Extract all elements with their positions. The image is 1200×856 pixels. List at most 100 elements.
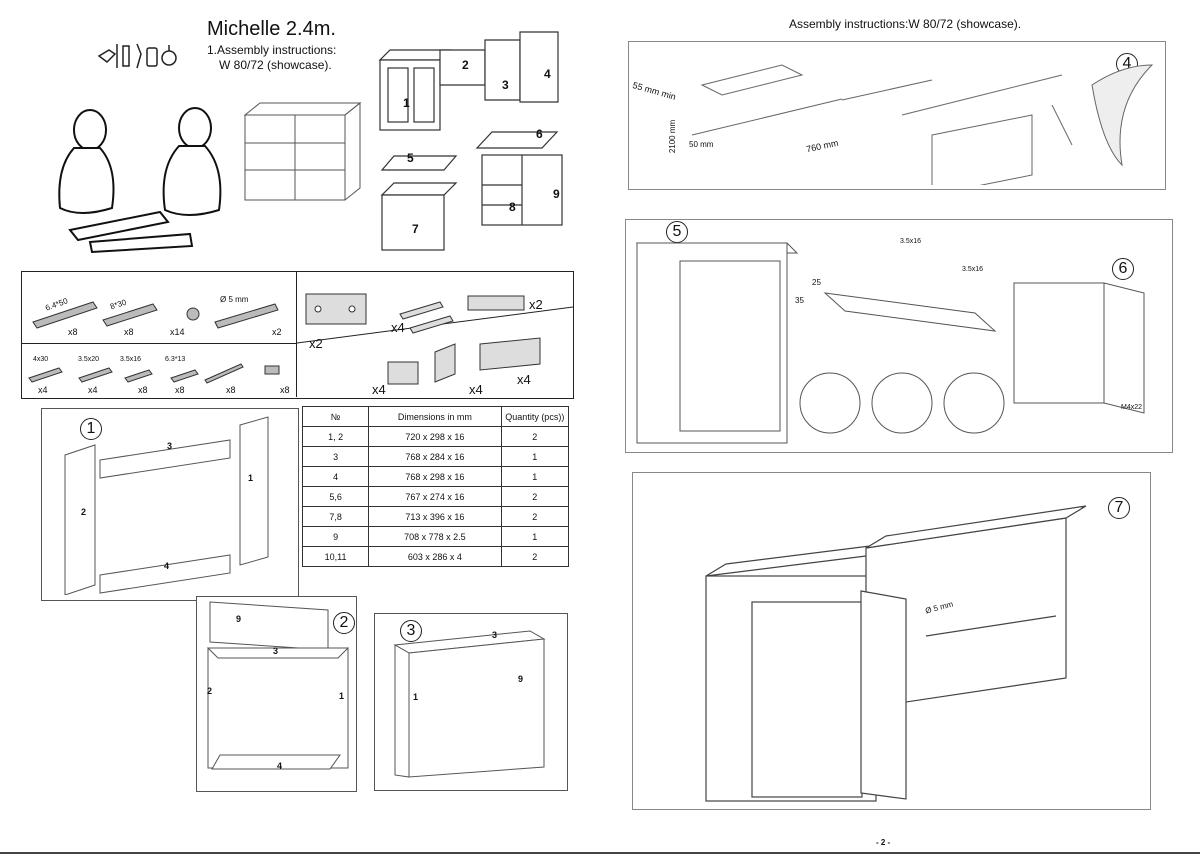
step-1-label-1: 1	[248, 473, 254, 483]
step-7-drawing	[705, 505, 1087, 802]
small-qty-3: x8	[138, 385, 148, 395]
module-label-2: 2	[462, 58, 469, 72]
screw-spec-m4x22: M4x22	[1121, 404, 1143, 411]
step-2-label-2: 2	[207, 686, 213, 696]
table-cell: 5,6	[301, 486, 370, 507]
step-1-label-2: 2	[81, 507, 87, 517]
step-2-label-1: 1	[339, 691, 345, 701]
table-cell: 1	[500, 446, 570, 467]
measure-2100mm: 2100 mm	[668, 119, 678, 154]
step-6-number: 6	[1112, 258, 1134, 280]
measure-25: 25	[812, 278, 821, 287]
small-qty-2: x4	[88, 385, 98, 395]
right-page-title: Assembly instructions:W 80/72 (showcase)…	[789, 17, 1022, 31]
tools-icon	[97, 43, 177, 69]
table-cell: 2	[500, 546, 570, 567]
small-spec-2: 3.5x20	[78, 356, 100, 363]
step-2-label-3: 3	[273, 646, 279, 656]
step-7-number: 7	[1108, 497, 1130, 519]
small-qty-5: x8	[226, 385, 236, 395]
module-label-6: 6	[536, 127, 543, 141]
table-cell: 767 x 274 x 16	[368, 486, 502, 507]
hardware-panel	[21, 271, 574, 399]
table-cell: 3	[301, 446, 370, 467]
table-cell: 2	[500, 426, 570, 447]
hardware-divider-h	[21, 343, 297, 344]
small-spec-1: 4x30	[33, 356, 49, 363]
step-5-6-drawing	[635, 242, 1145, 444]
step-1-drawing	[64, 416, 269, 595]
page-number: - 2 -	[876, 838, 891, 847]
page-title: Michelle 2.4m.	[207, 18, 336, 40]
table-cell: 713 x 396 x 16	[368, 506, 502, 527]
module-label-1: 1	[403, 96, 410, 110]
fitting-qty-2: x4	[391, 320, 405, 335]
screw-qty-2: x8	[124, 327, 134, 337]
table-cell: 1	[500, 466, 570, 487]
screw-qty-4: x2	[272, 327, 282, 337]
small-qty-6: x8	[280, 385, 290, 395]
subtitle-line-1: 1.Assembly instructions:	[207, 43, 337, 57]
two-people-illustration	[58, 107, 222, 254]
fitting-qty-6: x4	[517, 372, 531, 387]
step-2-number: 2	[333, 612, 355, 634]
module-label-8: 8	[509, 200, 516, 214]
subtitle-line-2: W 80/72 (showcase).	[219, 58, 332, 72]
footer-rule	[0, 852, 1200, 854]
table-cell: 7,8	[301, 506, 370, 527]
step-2-drawing	[206, 601, 350, 770]
step-4-panel	[628, 41, 1166, 190]
module-label-3: 3	[502, 78, 509, 92]
step-3-label-9: 9	[518, 674, 524, 684]
module-label-7: 7	[412, 222, 419, 236]
screw-qty-3: x14	[170, 327, 185, 337]
step-3-number: 3	[400, 620, 422, 642]
small-qty-1: x4	[38, 385, 48, 395]
step-3-label-1: 1	[413, 692, 419, 702]
measure-50mm: 50 mm	[689, 140, 714, 149]
step-3-drawing	[393, 630, 546, 778]
table-cell: 768 x 298 x 16	[368, 466, 502, 487]
fitting-qty-1: x2	[309, 336, 323, 351]
step-2-label-4: 4	[277, 761, 283, 771]
showcase-cabinet-drawing	[243, 101, 362, 201]
screw-icons-row2	[28, 363, 280, 384]
table-header-cell: Dimensions in mm	[368, 406, 502, 427]
fittings-icons	[305, 293, 541, 385]
table-header-row: № Dimensions in mm Quantity (pcs))	[301, 406, 570, 427]
table-header-cell: Quantity (pcs))	[500, 406, 570, 427]
screw-spec-35x16-a: 3.5x16	[900, 238, 922, 245]
table-cell: 603 x 286 x 4	[368, 546, 502, 567]
table-cell: 1	[500, 526, 570, 547]
modules-overview-drawing	[378, 31, 563, 251]
step-1-number: 1	[80, 418, 102, 440]
screw-qty-1: x8	[68, 327, 78, 337]
step-1-label-3: 3	[167, 441, 173, 451]
measure-35: 35	[795, 296, 804, 305]
small-spec-4: 6.3*13	[165, 356, 186, 363]
small-qty-4: x8	[175, 385, 185, 395]
table-cell: 10,11	[301, 546, 370, 567]
table-cell: 768 x 284 x 16	[368, 446, 502, 467]
fitting-qty-3: x2	[529, 297, 543, 312]
step-2-label-9: 9	[236, 614, 242, 624]
screw-spec-4: Ø 5 mm	[220, 295, 249, 304]
table-cell: 2	[500, 506, 570, 527]
step-1-label-4: 4	[164, 561, 170, 571]
table-cell: 708 x 778 x 2.5	[368, 526, 502, 547]
screw-icons-row1	[32, 301, 279, 329]
step-4-drawing	[691, 64, 1154, 185]
table-cell: 1, 2	[301, 426, 370, 447]
table-header-cell: №	[301, 406, 370, 427]
module-label-9: 9	[553, 187, 560, 201]
table-cell: 720 x 298 x 16	[368, 426, 502, 447]
fitting-qty-5: x4	[469, 382, 483, 397]
